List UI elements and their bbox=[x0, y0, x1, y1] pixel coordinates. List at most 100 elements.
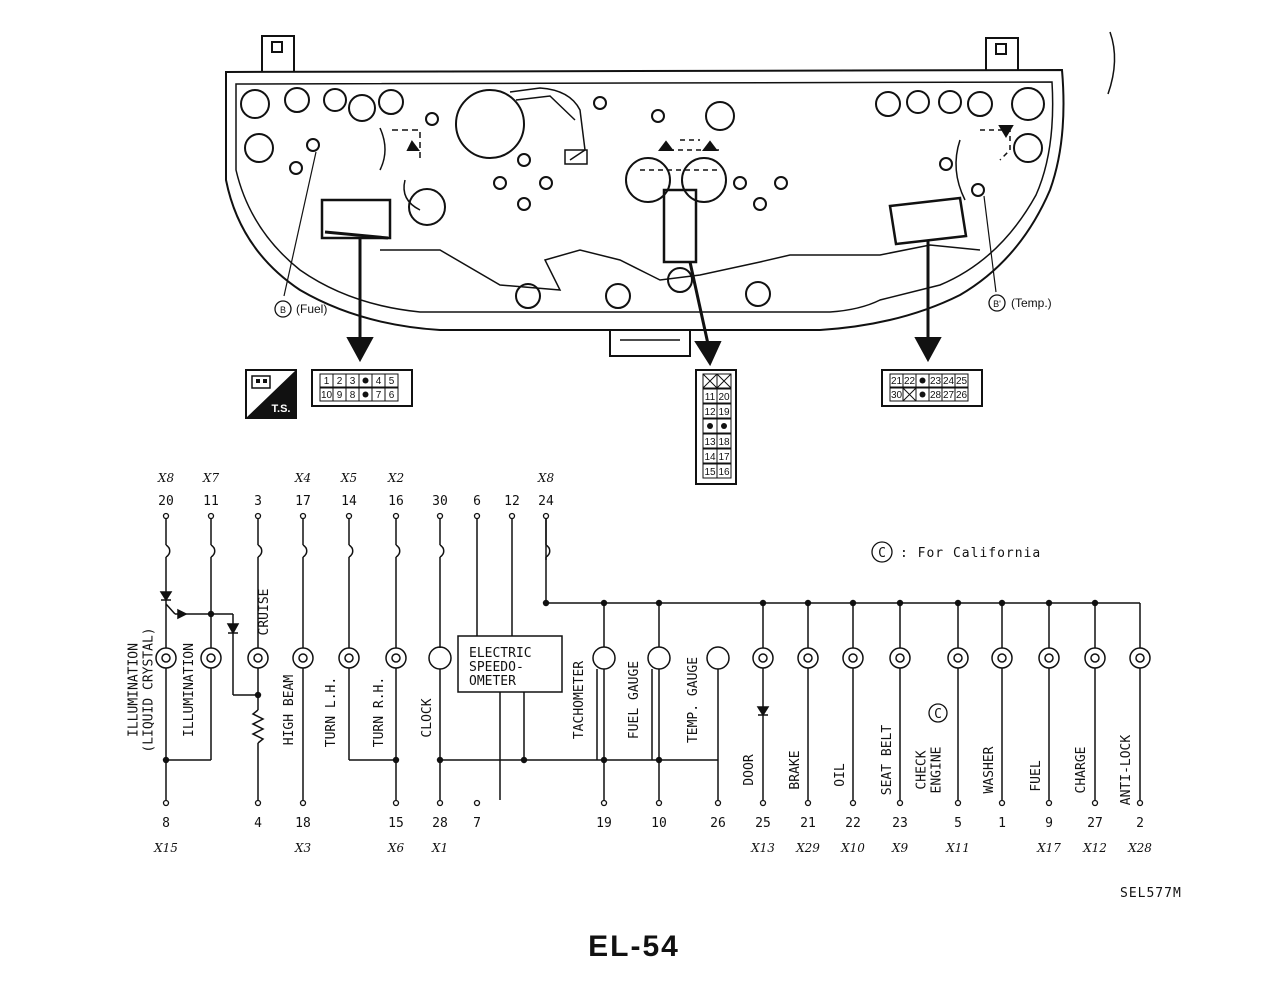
top-connector-id: X7 bbox=[202, 471, 220, 485]
connector-right-key bbox=[919, 391, 926, 398]
junction bbox=[392, 756, 400, 764]
connector-right-pin: 27 bbox=[943, 390, 955, 401]
connector-left-pin: 3 bbox=[350, 376, 356, 387]
bulb-icon bbox=[752, 647, 774, 669]
top-connector-id: X4 bbox=[294, 471, 311, 485]
bottom-pin-number: 21 bbox=[800, 816, 816, 831]
terminal bbox=[1136, 799, 1144, 807]
connector-left-pin: 1 bbox=[324, 376, 330, 387]
connector-left-pin: 7 bbox=[376, 390, 382, 401]
connector-center-pin: 18 bbox=[718, 437, 730, 448]
terminal bbox=[542, 512, 550, 520]
gauge-icon bbox=[592, 646, 616, 670]
bottom-connector-id: X11 bbox=[945, 841, 970, 855]
connector-center-pin: 17 bbox=[718, 452, 730, 463]
terminal bbox=[1045, 799, 1053, 807]
diode-icon bbox=[756, 706, 770, 717]
bottom-connector-id: X1 bbox=[431, 841, 448, 855]
terminal bbox=[436, 512, 444, 520]
terminal bbox=[714, 799, 722, 807]
bottom-pin-number: 28 bbox=[432, 816, 448, 831]
fuel-ref-label: (Fuel) bbox=[296, 302, 327, 316]
top-pin-number: 14 bbox=[341, 494, 357, 509]
fusible-link bbox=[545, 544, 551, 558]
connector-right-pin: 21 bbox=[891, 376, 903, 387]
fusible-link bbox=[439, 544, 445, 558]
bottom-pin-number: 18 bbox=[295, 816, 311, 831]
top-pin-number: 20 bbox=[158, 494, 174, 509]
bottom-connector-id: X6 bbox=[387, 841, 405, 855]
fuel-ref-symbol: B bbox=[280, 305, 286, 315]
bulb-icon bbox=[385, 647, 407, 669]
terminal bbox=[655, 799, 663, 807]
connector-center-key bbox=[707, 423, 713, 429]
connector-center-cell bbox=[716, 433, 732, 449]
connector-center-cell bbox=[716, 463, 732, 479]
connector-center-cell bbox=[716, 448, 732, 464]
speedometer-label: SPEEDO- bbox=[469, 660, 524, 675]
speedometer-label: ELECTRIC bbox=[469, 646, 532, 661]
terminal bbox=[345, 512, 353, 520]
bulb-filament bbox=[997, 653, 1007, 663]
diode-icon bbox=[226, 623, 240, 635]
diode-icon bbox=[177, 608, 188, 620]
connector-right-pin: 28 bbox=[930, 390, 942, 401]
top-connector-id: X5 bbox=[340, 471, 357, 485]
bottom-pin-number: 10 bbox=[651, 816, 667, 831]
bottom-pin-number: 26 bbox=[710, 816, 726, 831]
bulb-filament bbox=[1135, 653, 1145, 663]
bulb-filament bbox=[1090, 653, 1100, 663]
bottom-pin-number: 25 bbox=[755, 816, 771, 831]
fuel-callout: B (Fuel) bbox=[274, 300, 327, 318]
circuit-label-door: DOOR bbox=[742, 754, 757, 785]
terminal bbox=[254, 799, 262, 807]
fusible-link bbox=[302, 544, 308, 558]
bulb-filament bbox=[953, 653, 963, 663]
connector-left-pin: 5 bbox=[389, 376, 395, 387]
connector-left-key bbox=[362, 377, 369, 384]
legend-symbol: C bbox=[878, 546, 886, 561]
connector-center-cell bbox=[716, 373, 732, 389]
connector-right-cell bbox=[954, 373, 969, 388]
circuit-label-cruise: CRUISE bbox=[257, 589, 272, 636]
bulb-icon bbox=[842, 647, 864, 669]
terminal bbox=[392, 512, 400, 520]
bulb-filament bbox=[803, 653, 813, 663]
bulb-icon bbox=[797, 647, 819, 669]
terminal bbox=[804, 799, 812, 807]
terminal bbox=[759, 799, 767, 807]
circuit-label-temp-gauge: TEMP. GAUGE bbox=[686, 657, 701, 743]
gauge-icon bbox=[647, 646, 671, 670]
bottom-connector-id: X28 bbox=[1127, 841, 1152, 855]
connector-center-pin: 20 bbox=[718, 392, 730, 403]
bottom-connector-id: X15 bbox=[153, 841, 178, 855]
bulb-filament bbox=[206, 653, 216, 663]
bottom-connector-id: X3 bbox=[294, 841, 312, 855]
speedometer-label: OMETER bbox=[469, 674, 516, 689]
connector-left-key bbox=[362, 391, 369, 398]
connector-center-cell bbox=[716, 418, 732, 434]
fusible-link bbox=[210, 544, 216, 558]
circuit-label-clock: CLOCK bbox=[420, 698, 435, 737]
terminal bbox=[849, 799, 857, 807]
circuit-label-washer: WASHER bbox=[982, 746, 997, 793]
terminal bbox=[473, 799, 481, 807]
bottom-connector-id: X29 bbox=[795, 841, 820, 855]
junction bbox=[542, 599, 550, 607]
page-number: EL-54 bbox=[588, 930, 680, 963]
figure-code: SEL577M bbox=[1120, 886, 1182, 901]
junction bbox=[520, 756, 528, 764]
bulb-filament bbox=[344, 653, 354, 663]
connector-center-blank-x bbox=[716, 373, 732, 389]
circuit-label-tachometer: TACHOMETER bbox=[572, 661, 587, 739]
bottom-pin-number: 19 bbox=[596, 816, 612, 831]
bulb-icon bbox=[292, 647, 314, 669]
bottom-connector-id: X12 bbox=[1082, 841, 1107, 855]
top-pin-number: 24 bbox=[538, 494, 554, 509]
top-pin-number: 30 bbox=[432, 494, 448, 509]
connector-right-pin: 26 bbox=[956, 390, 968, 401]
top-connector-id: X2 bbox=[387, 471, 404, 485]
connector-right-key bbox=[919, 377, 926, 384]
circuit-label-turn-r-h-: TURN R.H. bbox=[372, 677, 387, 747]
